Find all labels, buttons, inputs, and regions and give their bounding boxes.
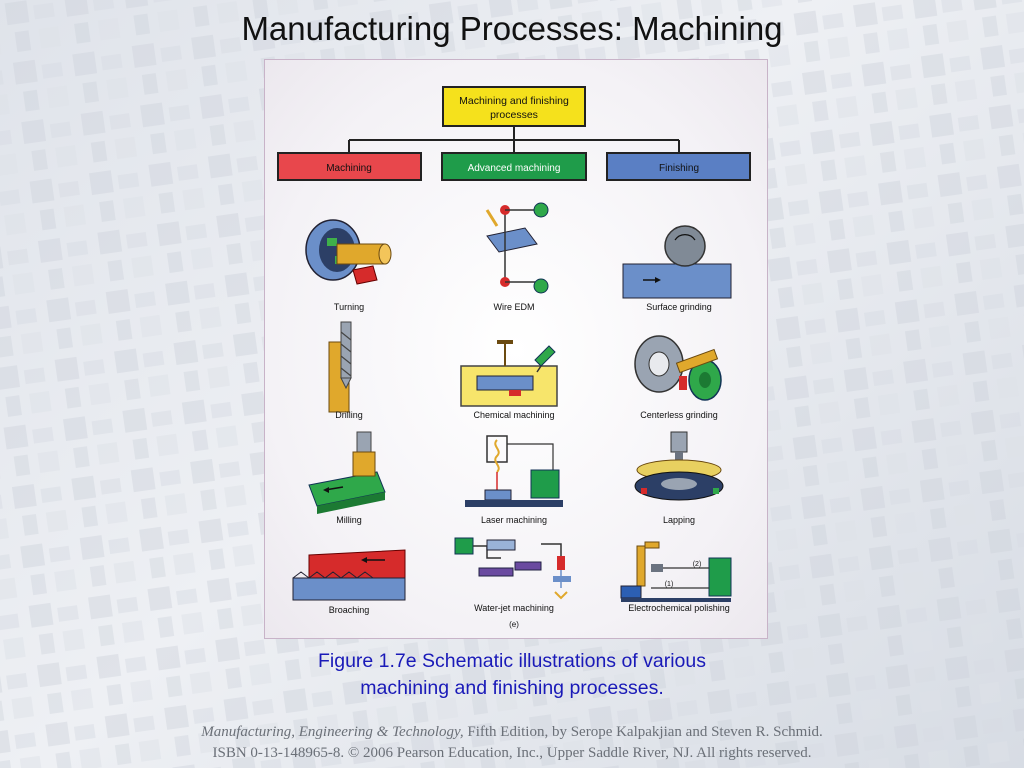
root-label-line2: processes (490, 109, 538, 121)
electrochemical-polishing-illustration: (2) (1) (620, 541, 732, 602)
marker-label-1: (1) (665, 581, 674, 588)
turning-illustration (305, 219, 392, 285)
process-label-wire-edm: Wire EDM (494, 302, 535, 312)
tree-connectors (348, 126, 680, 153)
laser-machining-illustration (465, 435, 563, 507)
category-advanced-machining: Advanced machining (441, 152, 587, 181)
milling-illustration (308, 431, 386, 514)
caption-line-1: Figure 1.7e Schematic illustrations of v… (317, 650, 706, 672)
process-label-drilling: Drilling (335, 410, 363, 420)
slide-footer: Manufacturing, Engineering & Technology,… (0, 722, 1024, 764)
process-label-lapping: Lapping (663, 515, 695, 525)
broaching-illustration (292, 549, 406, 601)
svg-text:Machining: Machining (326, 163, 372, 174)
marker-label-2: (2) (693, 561, 702, 568)
lapping-illustration (634, 431, 724, 501)
surface-grinding-illustration (622, 225, 732, 299)
figure-panel: Machining and finishing processes Machin… (264, 59, 768, 639)
svg-text:Finishing: Finishing (659, 163, 699, 174)
process-label-water-jet-machining: Water-jet machining (474, 603, 554, 613)
process-tree-diagram: Machining and finishing processes Machin… (277, 86, 751, 629)
footer-line-2: ISBN 0-13-148965-8. © 2006 Pearson Educa… (212, 745, 812, 761)
category-finishing: Finishing (606, 152, 751, 181)
svg-text:Advanced machining: Advanced machining (468, 163, 561, 174)
caption-line-2: machining and finishing processes. (360, 677, 664, 699)
panel-label: (e) (509, 620, 519, 629)
wire-edm-illustration (485, 202, 549, 294)
centerless-grinding-illustration (634, 335, 722, 401)
process-label-turning: Turning (334, 302, 364, 312)
process-label-laser-machining: Laser machining (481, 515, 547, 525)
drilling-illustration (328, 321, 352, 413)
root-node: Machining and finishing processes (442, 86, 586, 127)
water-jet-machining-illustration (454, 537, 571, 600)
chemical-machining-illustration (460, 340, 558, 407)
process-label-chemical-machining: Chemical machining (473, 410, 554, 420)
process-label-milling: Milling (336, 515, 362, 525)
footer-book-title: Manufacturing, Engineering & Technology, (201, 724, 464, 740)
footer-authors: Fifth Edition, by Serope Kalpakjian and … (463, 724, 823, 740)
process-label-surface-grinding: Surface grinding (646, 302, 712, 312)
process-label-electrochemical-polishing: Electrochemical polishing (628, 603, 730, 613)
figure-caption: Figure 1.7e Schematic illustrations of v… (240, 648, 784, 702)
category-machining: Machining (277, 152, 422, 181)
process-label-broaching: Broaching (329, 605, 370, 615)
footer-line-1: Manufacturing, Engineering & Technology,… (0, 722, 1024, 743)
root-label-line1: Machining and finishing (459, 95, 569, 107)
process-label-centerless-grinding: Centerless grinding (640, 410, 718, 420)
slide-title: Manufacturing Processes: Machining (241, 10, 783, 47)
